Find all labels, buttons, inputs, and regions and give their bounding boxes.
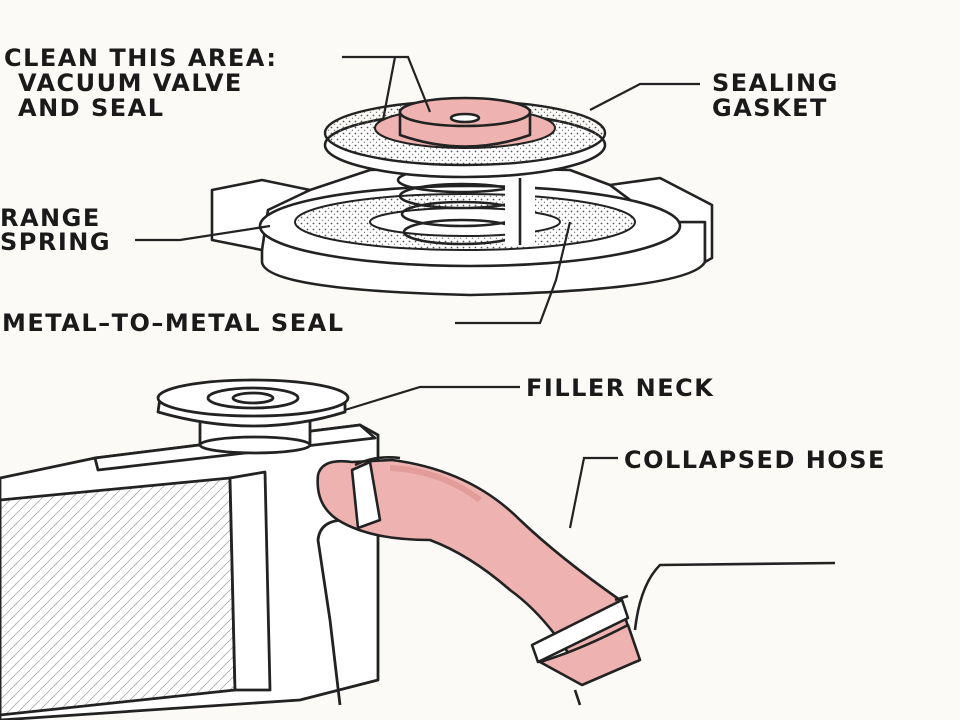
engine-outlet [573, 561, 836, 706]
label-spring-line1: RANGE [0, 204, 101, 232]
label-filler-neck: FILLER NECK [526, 374, 714, 402]
label-spring-line2: SPRING [0, 228, 111, 256]
leader-lines-bottom [344, 385, 618, 529]
label-clean-area-line2: VACUUM VALVE [18, 69, 243, 97]
label-sealing-gasket-line1: SEALING [712, 69, 839, 97]
radiator-cap [210, 96, 714, 297]
cap-left-ear [210, 178, 312, 252]
radiator-tank [0, 378, 380, 720]
collapsed-hose [316, 456, 642, 687]
label-metal-seal: METAL–TO–METAL SEAL [2, 309, 344, 337]
label-sealing-gasket-line2: GASKET [712, 94, 828, 122]
vacuum-valve-top [398, 96, 532, 128]
labels: CLEAN THIS AREA: VACUUM VALVE AND SEAL S… [0, 44, 886, 474]
label-collapsed-hose: COLLAPSED HOSE [624, 446, 886, 474]
label-clean-area-line1: CLEAN THIS AREA: [4, 44, 277, 72]
leader-lines-top [135, 55, 700, 325]
radiator-core [0, 476, 237, 717]
lower-hose-clamp [530, 598, 630, 664]
label-clean-area-line3: AND SEAL [18, 94, 164, 122]
upper-hose-clamp [350, 460, 382, 530]
